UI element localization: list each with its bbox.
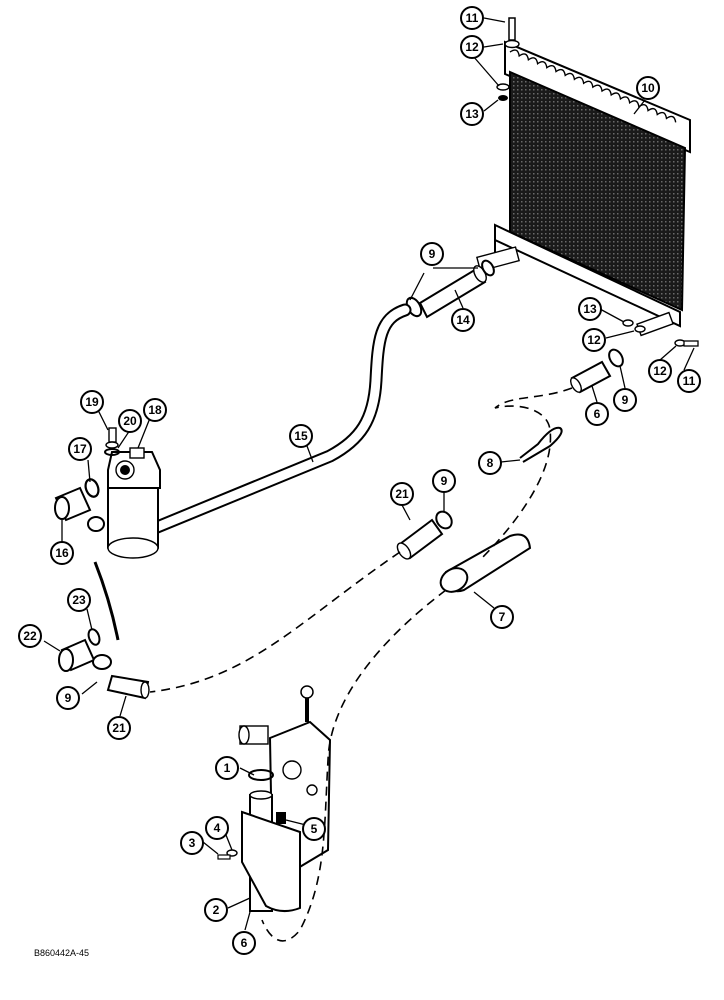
- callout-2: 2: [204, 898, 228, 922]
- svg-text:21: 21: [395, 487, 409, 501]
- callout-8: 8: [478, 451, 502, 475]
- tie-strap-8: [519, 426, 563, 463]
- callout-9: 9: [56, 686, 80, 710]
- svg-text:14: 14: [456, 313, 470, 327]
- svg-text:5: 5: [311, 822, 318, 836]
- elbow-fitting-22: [58, 561, 120, 672]
- svg-text:17: 17: [73, 442, 87, 456]
- callout-11: 11: [460, 6, 484, 30]
- svg-text:9: 9: [65, 691, 72, 705]
- hose-21-upper: [396, 510, 453, 560]
- cooler-mounting-hardware: [496, 17, 699, 347]
- callout-13: 13: [460, 102, 484, 126]
- tube-15: [143, 303, 412, 537]
- hose-21-lower: [106, 674, 150, 700]
- svg-text:9: 9: [622, 393, 629, 407]
- elbow-fitting-16: [54, 478, 105, 532]
- svg-text:13: 13: [465, 107, 479, 121]
- svg-text:9: 9: [441, 474, 448, 488]
- callout-4: 4: [205, 816, 229, 840]
- callouts: 11 12 13 10 9 14 13 12 12 11 9 6 8 19 20…: [18, 6, 701, 955]
- callout-21: 21: [107, 716, 131, 740]
- svg-text:12: 12: [465, 40, 479, 54]
- svg-text:12: 12: [653, 364, 667, 378]
- callout-6: 6: [585, 402, 609, 426]
- svg-text:4: 4: [214, 821, 221, 835]
- svg-text:2: 2: [213, 903, 220, 917]
- oil-cooler: [476, 40, 691, 337]
- callout-10: 10: [636, 76, 660, 100]
- callout-12: 12: [460, 35, 484, 59]
- sleeve-7: [439, 533, 532, 593]
- svg-text:20: 20: [123, 414, 137, 428]
- callout-6: 6: [232, 931, 256, 955]
- callout-23: 23: [67, 588, 91, 612]
- svg-text:19: 19: [85, 395, 99, 409]
- svg-text:10: 10: [641, 81, 655, 95]
- callout-11: 11: [677, 369, 701, 393]
- callout-19: 19: [80, 390, 104, 414]
- hose-6-upper: [570, 348, 624, 394]
- svg-text:15: 15: [294, 429, 308, 443]
- callout-9: 9: [420, 242, 444, 266]
- svg-text:18: 18: [148, 403, 162, 417]
- svg-text:11: 11: [683, 374, 696, 388]
- callout-5: 5: [302, 817, 326, 841]
- callout-12: 12: [648, 359, 672, 383]
- hose-routing-lines: [149, 387, 573, 942]
- svg-text:21: 21: [112, 721, 126, 735]
- callout-3: 3: [180, 831, 204, 855]
- leader-lines: [43, 17, 695, 931]
- filter-housing: [104, 427, 161, 559]
- callout-9: 9: [432, 469, 456, 493]
- svg-text:1: 1: [224, 761, 231, 775]
- callout-18: 18: [143, 398, 167, 422]
- callout-12: 12: [582, 328, 606, 352]
- control-valve-assembly: [217, 685, 332, 912]
- svg-text:3: 3: [189, 836, 196, 850]
- callout-7: 7: [490, 605, 514, 629]
- svg-text:6: 6: [594, 407, 601, 421]
- svg-text:16: 16: [55, 546, 69, 560]
- callout-9: 9: [613, 388, 637, 412]
- drawing-reference: B860442A-45: [34, 948, 89, 958]
- callout-15: 15: [289, 424, 313, 448]
- callout-14: 14: [451, 308, 475, 332]
- svg-text:9: 9: [429, 247, 436, 261]
- callout-22: 22: [18, 624, 42, 648]
- callout-21: 21: [390, 482, 414, 506]
- callout-20: 20: [118, 409, 142, 433]
- svg-text:7: 7: [499, 610, 506, 624]
- svg-text:12: 12: [587, 333, 601, 347]
- svg-text:22: 22: [23, 629, 37, 643]
- callout-1: 1: [215, 756, 239, 780]
- callout-16: 16: [50, 541, 74, 565]
- callout-17: 17: [68, 437, 92, 461]
- svg-text:13: 13: [583, 302, 597, 316]
- svg-text:8: 8: [487, 456, 494, 470]
- svg-text:11: 11: [466, 11, 479, 25]
- svg-text:6: 6: [241, 936, 248, 950]
- callout-13: 13: [578, 297, 602, 321]
- svg-text:23: 23: [72, 593, 86, 607]
